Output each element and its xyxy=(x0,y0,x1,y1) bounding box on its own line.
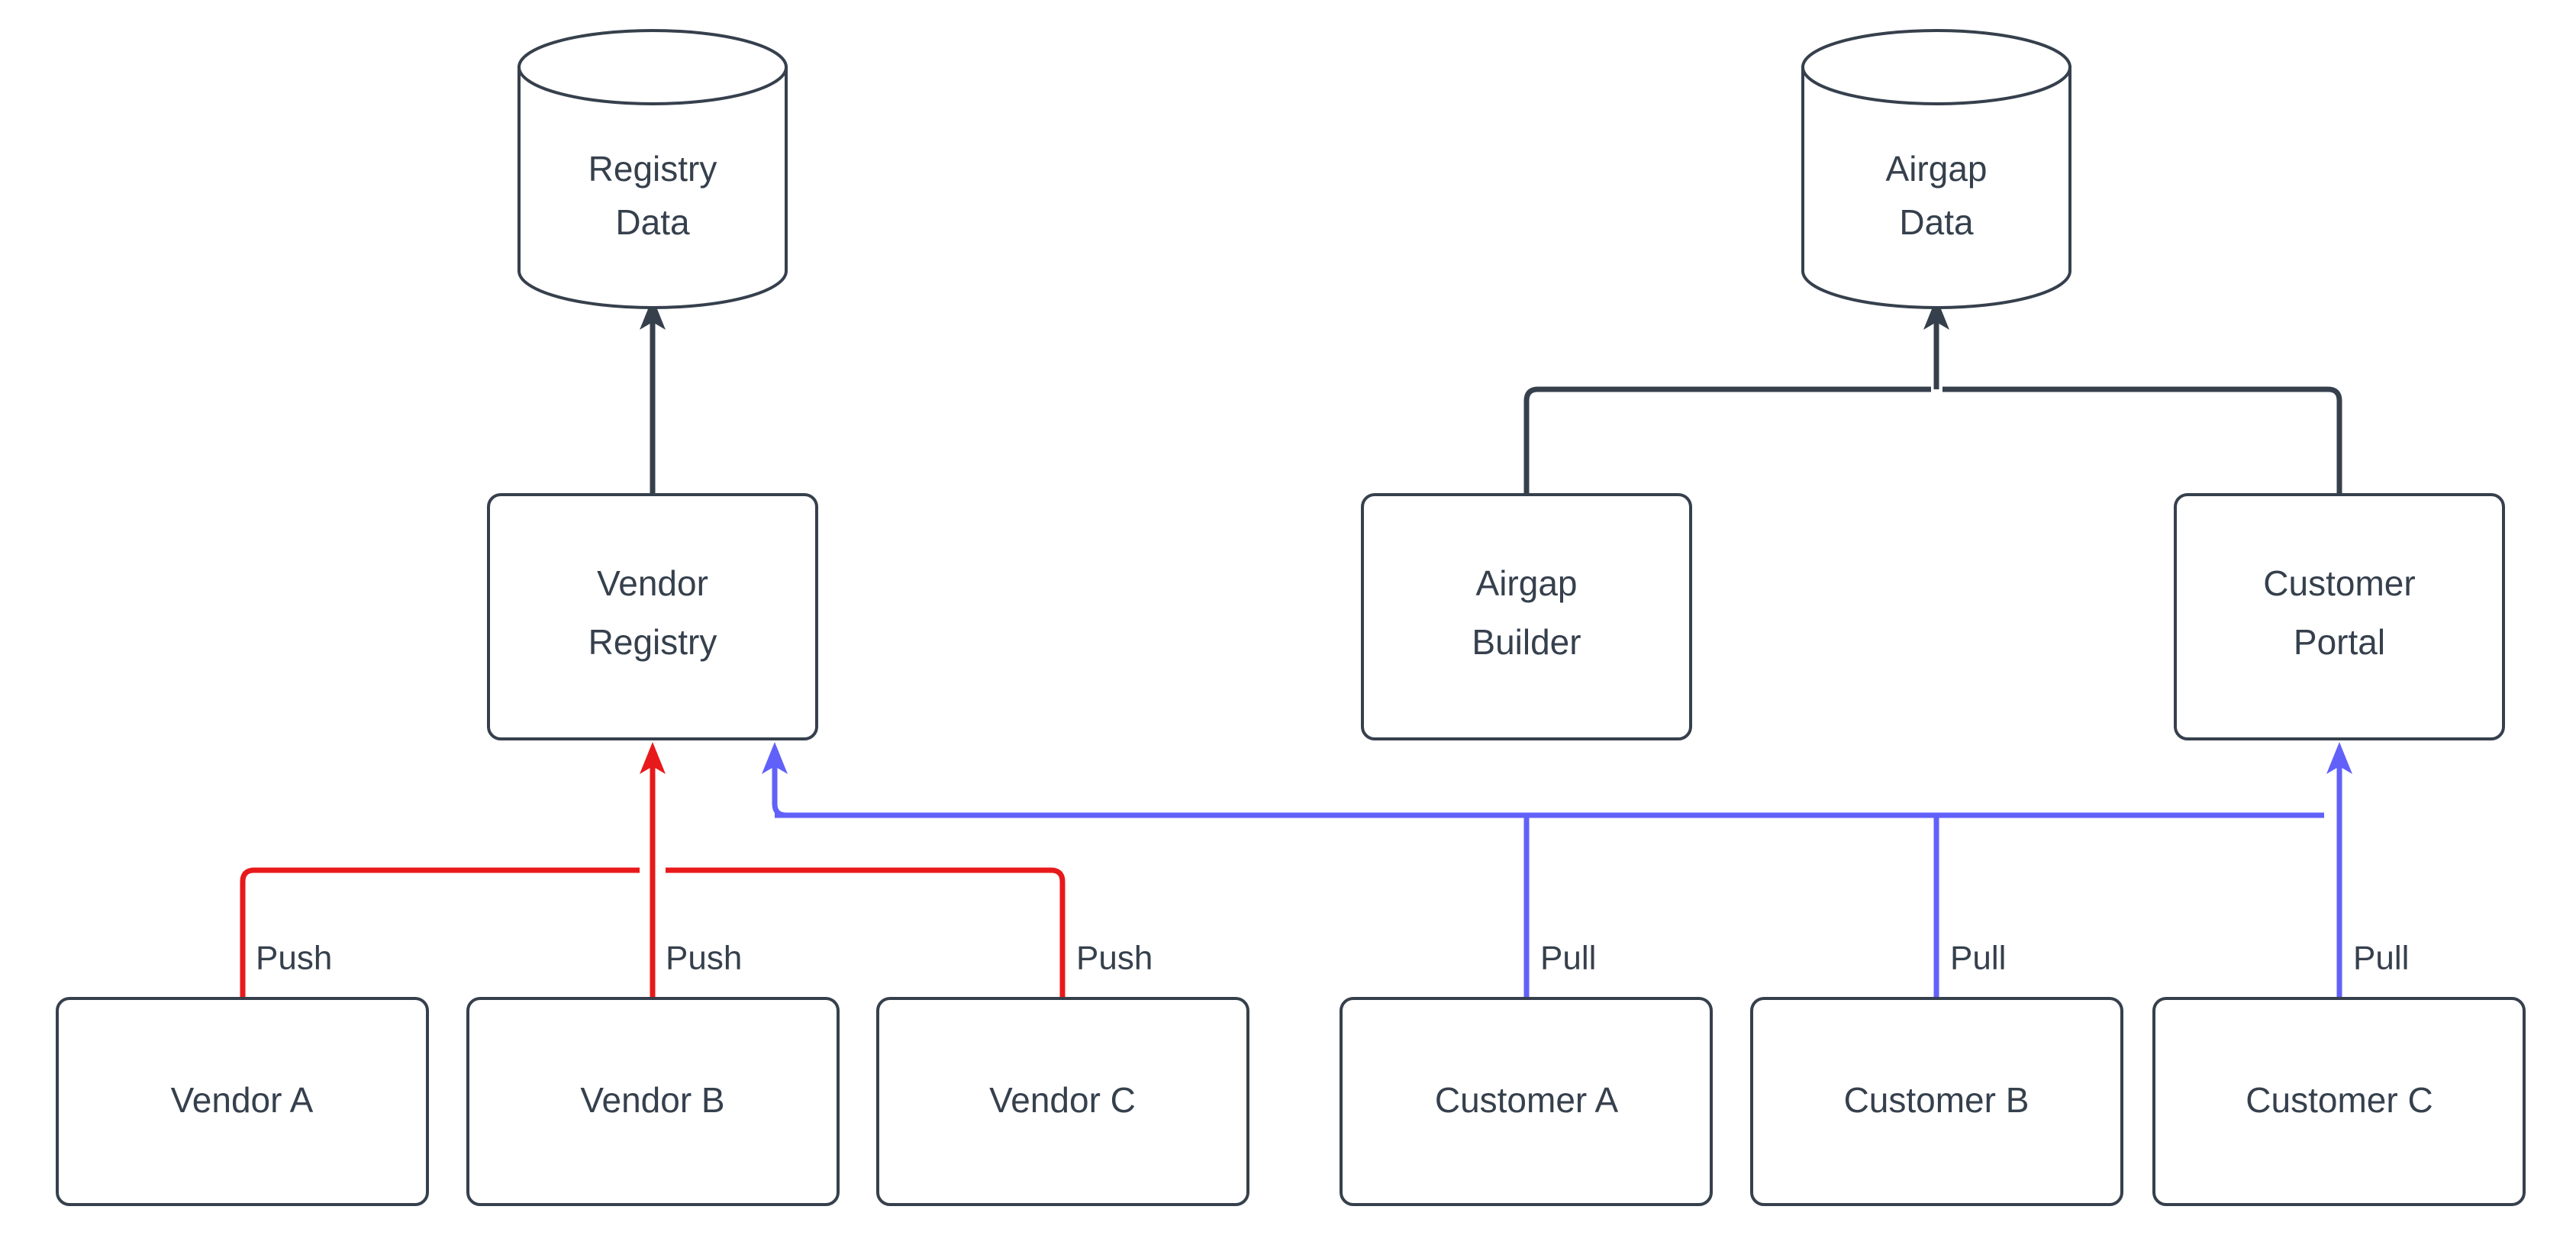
edge-airgap-riser xyxy=(1923,298,1949,389)
customer-b-label: Customer B xyxy=(1844,1080,2030,1120)
actor-vendor-a[interactable]: Vendor A xyxy=(56,997,429,1206)
edge-label-pull-b: Pull xyxy=(1950,940,2006,977)
edge-push-bus xyxy=(240,742,1066,998)
airgap-builder-line1: Airgap xyxy=(1476,563,1578,603)
edge-label-push-b: Push xyxy=(666,940,742,977)
vendor-registry-line1: Vendor xyxy=(597,563,708,603)
edge-label-pull-a: Pull xyxy=(1540,940,1596,977)
actor-customer-a[interactable]: Customer A xyxy=(1340,997,1713,1206)
edge-customer-portal-to-airgap-data xyxy=(1942,386,2342,495)
customer-portal-line1: Customer xyxy=(2263,563,2415,603)
vendor-registry-line2: Registry xyxy=(588,622,717,662)
customer-portal-line2: Portal xyxy=(2294,622,2385,662)
datastore-registry-data[interactable]: Registry Data xyxy=(517,29,788,309)
vendor-a-label: Vendor A xyxy=(171,1080,314,1120)
registry-data-line1: Registry xyxy=(588,149,717,189)
edge-label-pull-c: Pull xyxy=(2353,940,2409,977)
airgap-builder-line2: Builder xyxy=(1472,622,1581,662)
airgap-data-line2: Data xyxy=(1899,202,1974,242)
service-airgap-builder[interactable]: Airgap Builder xyxy=(1361,493,1692,740)
datastore-airgap-data[interactable]: Airgap Data xyxy=(1801,29,2071,309)
vendor-c-label: Vendor C xyxy=(989,1080,1136,1120)
edge-vendor-registry-to-registry-data xyxy=(640,298,666,495)
actor-vendor-b[interactable]: Vendor B xyxy=(466,997,840,1206)
customer-c-label: Customer C xyxy=(2246,1080,2433,1120)
actor-vendor-c[interactable]: Vendor C xyxy=(876,997,1249,1206)
vendor-b-label: Vendor B xyxy=(580,1080,724,1120)
registry-data-line2: Data xyxy=(615,202,690,242)
edge-label-push-a: Push xyxy=(256,940,332,977)
edge-pull-bus xyxy=(762,742,2352,998)
actor-customer-b[interactable]: Customer B xyxy=(1750,997,2123,1206)
service-vendor-registry[interactable]: Vendor Registry xyxy=(487,493,818,740)
airgap-data-line1: Airgap xyxy=(1886,149,1988,189)
edge-airgap-builder-to-airgap-data xyxy=(1523,386,1931,495)
actor-customer-c[interactable]: Customer C xyxy=(2152,997,2526,1206)
edge-label-push-c: Push xyxy=(1076,940,1153,977)
service-customer-portal[interactable]: Customer Portal xyxy=(2174,493,2505,740)
customer-a-label: Customer A xyxy=(1435,1080,1619,1120)
